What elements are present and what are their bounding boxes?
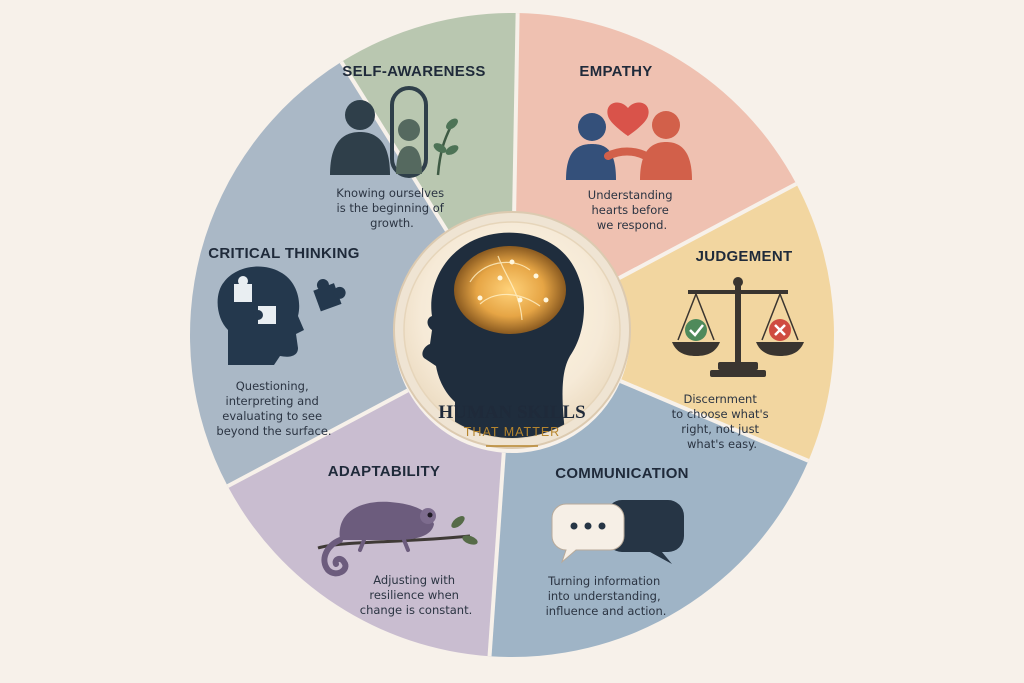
segment-self-awareness xyxy=(341,12,518,235)
segment-desc-empathy: Understanding hearts before we respond. xyxy=(588,188,676,232)
segment-dividers xyxy=(226,13,810,657)
hub-title: HUMAN SKILLS xyxy=(438,402,585,423)
speech-bubbles-icon xyxy=(551,500,684,564)
segment-divider xyxy=(226,388,409,488)
person-mirror-plant-icon xyxy=(330,86,459,178)
segment-divider xyxy=(487,452,506,657)
segment-divider xyxy=(512,13,520,218)
segment-title-communication: COMMUNICATION xyxy=(555,465,689,482)
segment-desc-communication: Turning information into understanding, … xyxy=(546,574,667,618)
chameleon-icon xyxy=(317,501,478,577)
two-people-heart-icon xyxy=(566,102,692,180)
segment-title-adaptability: ADAPTABILITY xyxy=(328,463,440,480)
hub-circle: HUMAN SKILLS THAT MATTER xyxy=(393,211,631,449)
segment-divider xyxy=(615,182,798,282)
segment-title-self-awareness: SELF-AWARENESS xyxy=(342,63,485,80)
segment-judgement xyxy=(616,183,834,461)
segment-desc-self-awareness: Knowing ourselves is the beginning of gr… xyxy=(336,186,448,230)
segment-divider xyxy=(339,60,452,236)
segment-desc-critical-thinking: Questioning, interpreting and evaluating… xyxy=(216,379,331,438)
segment-title-critical-thinking: CRITICAL THINKING xyxy=(208,245,359,262)
segment-title-empathy: EMPATHY xyxy=(579,63,652,80)
segment-desc-judgement: Discernment to choose what's right, not … xyxy=(672,392,773,451)
head-puzzle-icon xyxy=(217,266,346,365)
balance-scale-icon xyxy=(672,277,804,377)
segment-desc-adaptability: Adjusting with resilience when change is… xyxy=(360,573,472,617)
brain-head-icon xyxy=(422,232,584,438)
segment-divider xyxy=(619,379,810,463)
hub-subtitle: THAT MATTER xyxy=(464,425,560,439)
segment-title-judgement: JUDGEMENT xyxy=(696,248,793,265)
